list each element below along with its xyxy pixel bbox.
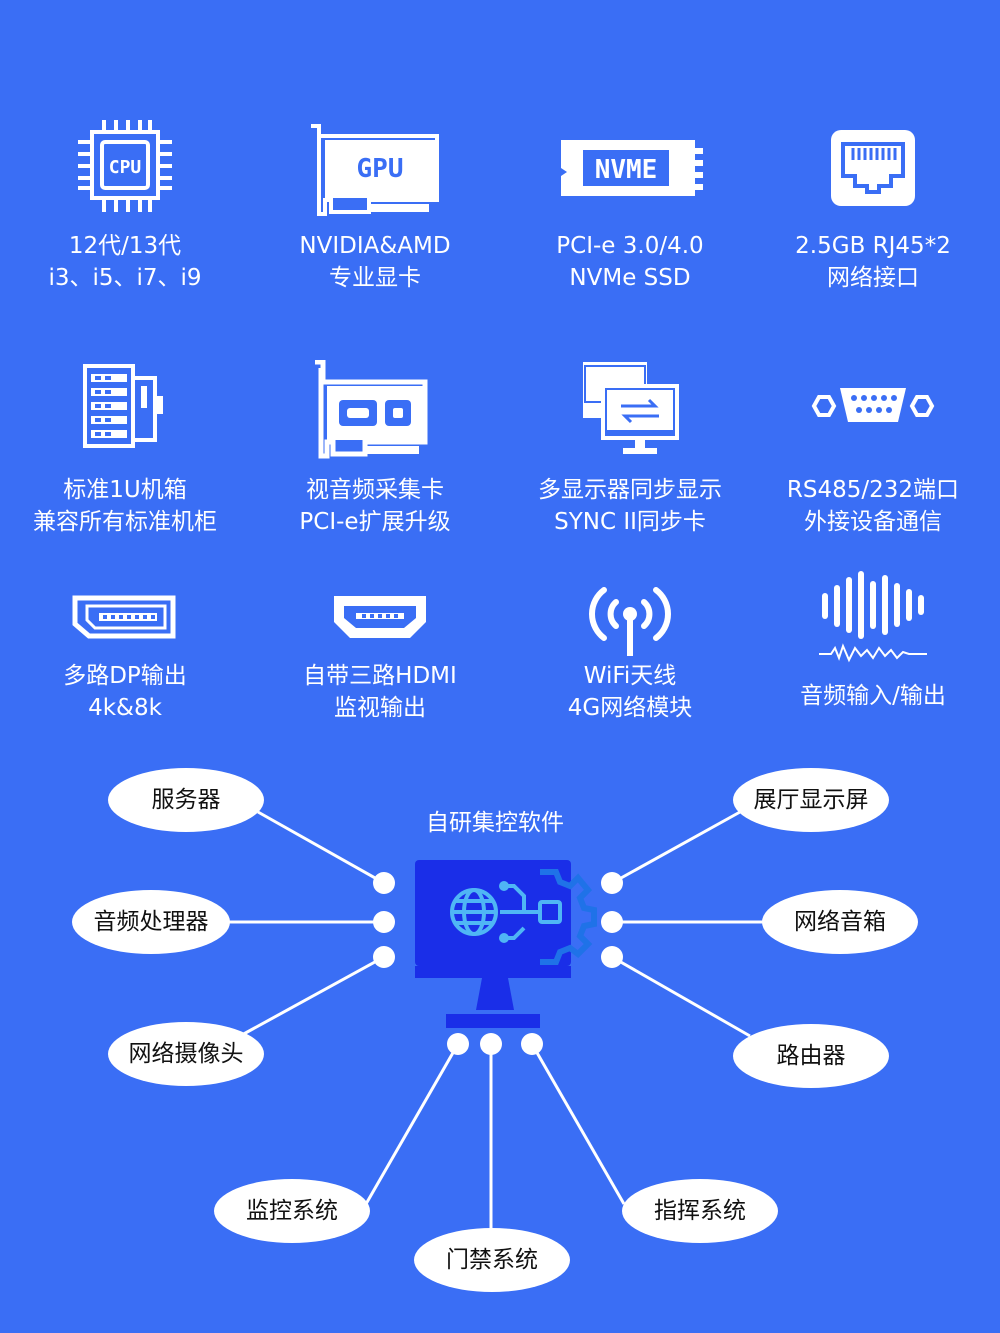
feature-line2: 监视输出 — [334, 695, 426, 721]
node-network-camera: 网络摄像头 — [108, 1022, 264, 1086]
multi-display-sync-icon — [505, 360, 755, 470]
node-access-control: 门禁系统 — [414, 1228, 570, 1292]
feature-line1: 标准1U机箱 — [63, 477, 187, 503]
feature-line1: PCI-e 3.0/4.0 — [556, 233, 704, 259]
connector-dot — [447, 1033, 469, 1055]
feature-line1: 视音频采集卡 — [306, 477, 444, 503]
feature-line1: 音频输入/输出 — [800, 683, 946, 709]
feature-line2: SYNC II同步卡 — [554, 509, 706, 535]
feature-label: 自带三路HDMI 监视输出 — [255, 660, 505, 724]
capture-card-icon — [250, 360, 500, 470]
feature-label: PCI-e 3.0/4.0 NVMe SSD — [505, 230, 755, 294]
control-software-monitor-icon — [415, 860, 597, 1028]
feature-label: 2.5GB RJ45*2 网络接口 — [748, 230, 998, 294]
feature-label: NVIDIA&AMD 专业显卡 — [250, 230, 500, 294]
center-title: 自研集控软件 — [426, 810, 564, 836]
feature-line1: 多显示器同步显示 — [538, 477, 722, 503]
nvme-ssd-icon: NVME — [505, 120, 755, 230]
feature-line1: 12代/13代 — [68, 233, 182, 259]
feature-line1: 2.5GB RJ45*2 — [795, 233, 951, 259]
cpu-chip-text: CPU — [109, 157, 142, 178]
feature-label: 多显示器同步显示 SYNC II同步卡 — [505, 474, 755, 538]
connector-dot — [601, 946, 623, 968]
hdmi-port-icon — [255, 580, 505, 690]
server-rack-icon — [0, 360, 250, 470]
feature-line1: RS485/232端口 — [786, 477, 960, 503]
connector-dot — [601, 872, 623, 894]
connector-dot — [373, 872, 395, 894]
feature-line2: 4G网络模块 — [567, 695, 693, 721]
feature-line2: i3、i5、i7、i9 — [48, 265, 202, 291]
node-command-system: 指挥系统 — [622, 1179, 778, 1243]
feature-line2: 网络接口 — [827, 265, 919, 291]
feature-label: 多路DP输出 4k&8k — [0, 660, 250, 724]
feature-line1: NVIDIA&AMD — [299, 233, 451, 259]
feature-line1: WiFi天线 — [583, 663, 677, 689]
feature-label: 12代/13代 i3、i5、i7、i9 — [0, 230, 250, 294]
cpu-chip-icon: CPU — [0, 120, 250, 230]
feature-label: RS485/232端口 外接设备通信 — [748, 474, 998, 538]
feature-line2: NVMe SSD — [569, 265, 691, 291]
feature-line1: 多路DP输出 — [63, 663, 187, 689]
feature-line2: 专业显卡 — [329, 265, 421, 291]
feature-label: 视音频采集卡 PCI-e扩展升级 — [250, 474, 500, 538]
connector-dot — [373, 946, 395, 968]
connector-dot — [480, 1033, 502, 1055]
nvme-chip-text: NVME — [595, 155, 658, 185]
feature-line2: 4k&8k — [88, 695, 162, 721]
feature-line2: 外接设备通信 — [804, 509, 942, 535]
wifi-antenna-icon — [505, 580, 755, 690]
rj45-port-icon — [748, 120, 998, 230]
node-audio-processor: 音频处理器 — [72, 890, 230, 954]
gpu-chip-text: GPU — [357, 154, 404, 184]
node-exhibition-screen: 展厅显示屏 — [733, 768, 889, 832]
feature-line2: PCI-e扩展升级 — [299, 509, 451, 535]
node-network-speaker: 网络音箱 — [762, 890, 918, 954]
feature-label: 音频输入/输出 — [748, 680, 998, 712]
node-monitoring-system: 监控系统 — [214, 1179, 370, 1243]
feature-line2: 兼容所有标准机柜 — [33, 509, 217, 535]
connector-dot — [601, 911, 623, 933]
gpu-card-icon: GPU — [250, 120, 500, 230]
node-server: 服务器 — [108, 768, 264, 832]
node-router: 路由器 — [733, 1024, 889, 1088]
feature-label: WiFi天线 4G网络模块 — [505, 660, 755, 724]
connector-dot — [521, 1033, 543, 1055]
feature-line1: 自带三路HDMI — [303, 663, 457, 689]
feature-label: 标准1U机箱 兼容所有标准机柜 — [0, 474, 250, 538]
displayport-icon — [0, 580, 250, 690]
audio-wave-icon — [748, 570, 998, 680]
serial-port-icon — [748, 360, 998, 470]
connector-dot — [373, 911, 395, 933]
